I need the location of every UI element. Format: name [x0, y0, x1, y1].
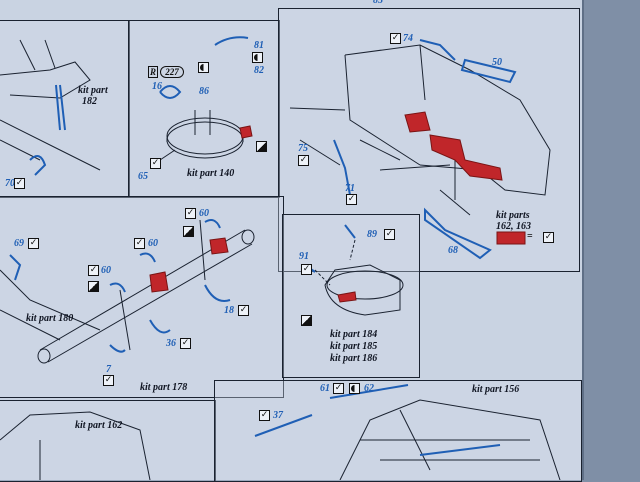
- label-kit-part-185: kit part 185: [330, 341, 378, 352]
- check-icon: [180, 338, 191, 349]
- panel-kit-parts-162-163: [278, 8, 580, 272]
- label-kit-parts-line1: kit parts: [496, 210, 530, 221]
- badge-227: 227: [160, 66, 184, 78]
- check-icon: [103, 375, 114, 386]
- check-icon: [14, 178, 25, 189]
- label-kit-part-182-line1: kit part: [78, 85, 108, 96]
- check-icon: [390, 33, 401, 44]
- part-number-60-c: 60: [101, 265, 111, 276]
- equals-sign: =: [527, 231, 533, 242]
- check-icon: [88, 265, 99, 276]
- panel-kit-part-178: [0, 196, 284, 398]
- check-icon: [134, 238, 145, 249]
- part-number-60-a: 60: [199, 208, 209, 219]
- fold-icon: [183, 226, 194, 237]
- part-number-81: 81: [254, 40, 264, 51]
- label-kit-part-184: kit part 184: [330, 329, 378, 340]
- part-number-91: 91: [299, 251, 309, 262]
- part-number-37: 37: [273, 410, 283, 421]
- badge-r-icon: R: [148, 66, 159, 78]
- part-number-60-b: 60: [148, 238, 158, 249]
- part-number-62: 62: [364, 383, 374, 394]
- part-number-89: 89: [367, 229, 377, 240]
- label-kit-part-156: kit part 156: [472, 384, 520, 395]
- check-icon: [259, 410, 270, 421]
- label-kit-part-162: kit part 162: [75, 420, 123, 431]
- part-number-50: 50: [492, 57, 502, 68]
- label-kit-part-186: kit part 186: [330, 353, 378, 364]
- check-icon: [298, 155, 309, 166]
- part-number-86: 86: [199, 86, 209, 97]
- part-number-18: 18: [224, 305, 234, 316]
- label-kit-part-182-line2: 182: [82, 96, 97, 107]
- part-number-82: 82: [254, 65, 264, 76]
- label-kit-part-180: kit part 180: [26, 313, 74, 324]
- part-number-70: 70: [5, 178, 15, 189]
- check-icon: [543, 232, 554, 243]
- label-kit-parts-162-163: kit parts 162, 163: [496, 210, 531, 232]
- check-icon: [150, 158, 161, 169]
- check-icon: [301, 264, 312, 275]
- round-icon: [198, 62, 209, 73]
- check-icon: [384, 229, 395, 240]
- part-number-227: R 227: [148, 66, 184, 78]
- check-icon: [185, 208, 196, 219]
- round-icon: [252, 52, 263, 63]
- check-icon: [333, 383, 344, 394]
- part-number-68: 68: [448, 245, 458, 256]
- check-icon: [28, 238, 39, 249]
- label-kit-part-178: kit part 178: [140, 382, 188, 393]
- part-number-61: 61: [320, 383, 330, 394]
- instruction-sheet: kit part 182 kit part 140 kit part 180 k…: [0, 0, 584, 480]
- part-number-75: 75: [298, 143, 308, 154]
- label-kit-part-182: kit part 182: [78, 85, 108, 107]
- part-number-69: 69: [14, 238, 24, 249]
- check-icon: [238, 305, 249, 316]
- part-number-16: 16: [152, 81, 162, 92]
- part-number-74: 74: [403, 33, 413, 44]
- fold-icon: [256, 141, 267, 152]
- label-kit-parts-line2: 162, 163: [496, 221, 531, 232]
- panel-top-left: [0, 20, 130, 198]
- part-number-36: 36: [166, 338, 176, 349]
- check-icon: [346, 194, 357, 205]
- part-number-71: 71: [345, 183, 355, 194]
- part-number-7: 7: [106, 364, 111, 375]
- fold-icon: [88, 281, 99, 292]
- part-number-85: 85: [373, 0, 383, 6]
- round-icon: [349, 383, 360, 394]
- part-number-65: 65: [138, 171, 148, 182]
- fold-icon: [301, 315, 312, 326]
- label-kit-part-140: kit part 140: [187, 168, 235, 179]
- line-art: [0, 36, 561, 480]
